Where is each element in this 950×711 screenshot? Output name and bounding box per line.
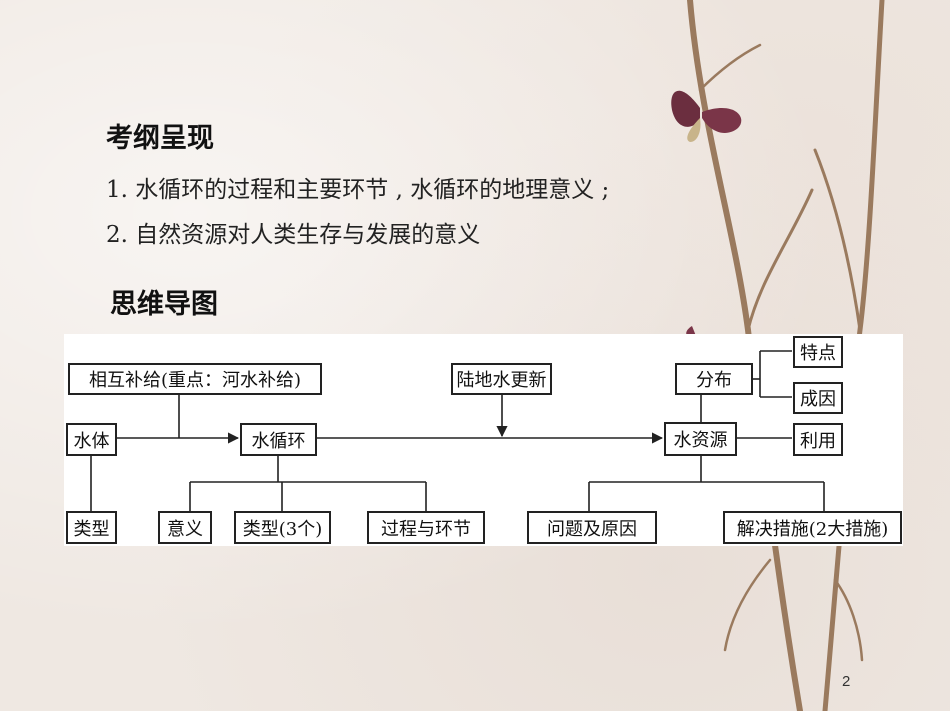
node-problems-causes: 问题及原因 [527,511,657,544]
node-causes: 成因 [793,382,843,414]
node-distribution: 分布 [675,363,753,395]
node-solutions: 解决措施(2大措施) [723,511,902,544]
node-water-cycle: 水循环 [240,423,317,456]
node-features: 特点 [793,336,843,368]
node-water-body: 水体 [66,423,117,456]
node-water-body-types: 类型 [66,511,117,544]
point-2: 2. 自然资源对人类生存与发展的意义 [106,222,481,248]
node-process-links: 过程与环节 [367,511,485,544]
mindmap-title: 思维导图 [110,289,218,320]
point-1: 1. 水循环的过程和主要环节 , 水循环的地理意义 ; [106,177,610,203]
mindmap-panel: 相互补给(重点：河水补给) 水体 类型 水循环 陆地水更新 意义 类型(3个) … [64,334,903,546]
node-cycle-types: 类型(3个) [234,511,331,544]
mindmap-connectors [90,350,825,513]
page-number: 2 [842,673,851,690]
node-land-water-renewal: 陆地水更新 [451,363,552,395]
node-mutual-supply: 相互补给(重点：河水补给) [68,363,322,395]
node-utilization: 利用 [793,423,843,456]
node-significance: 意义 [158,511,212,544]
butterfly-icon [671,90,742,142]
node-water-resources: 水资源 [664,422,737,456]
slide-title: 考纲呈现 [106,123,214,154]
